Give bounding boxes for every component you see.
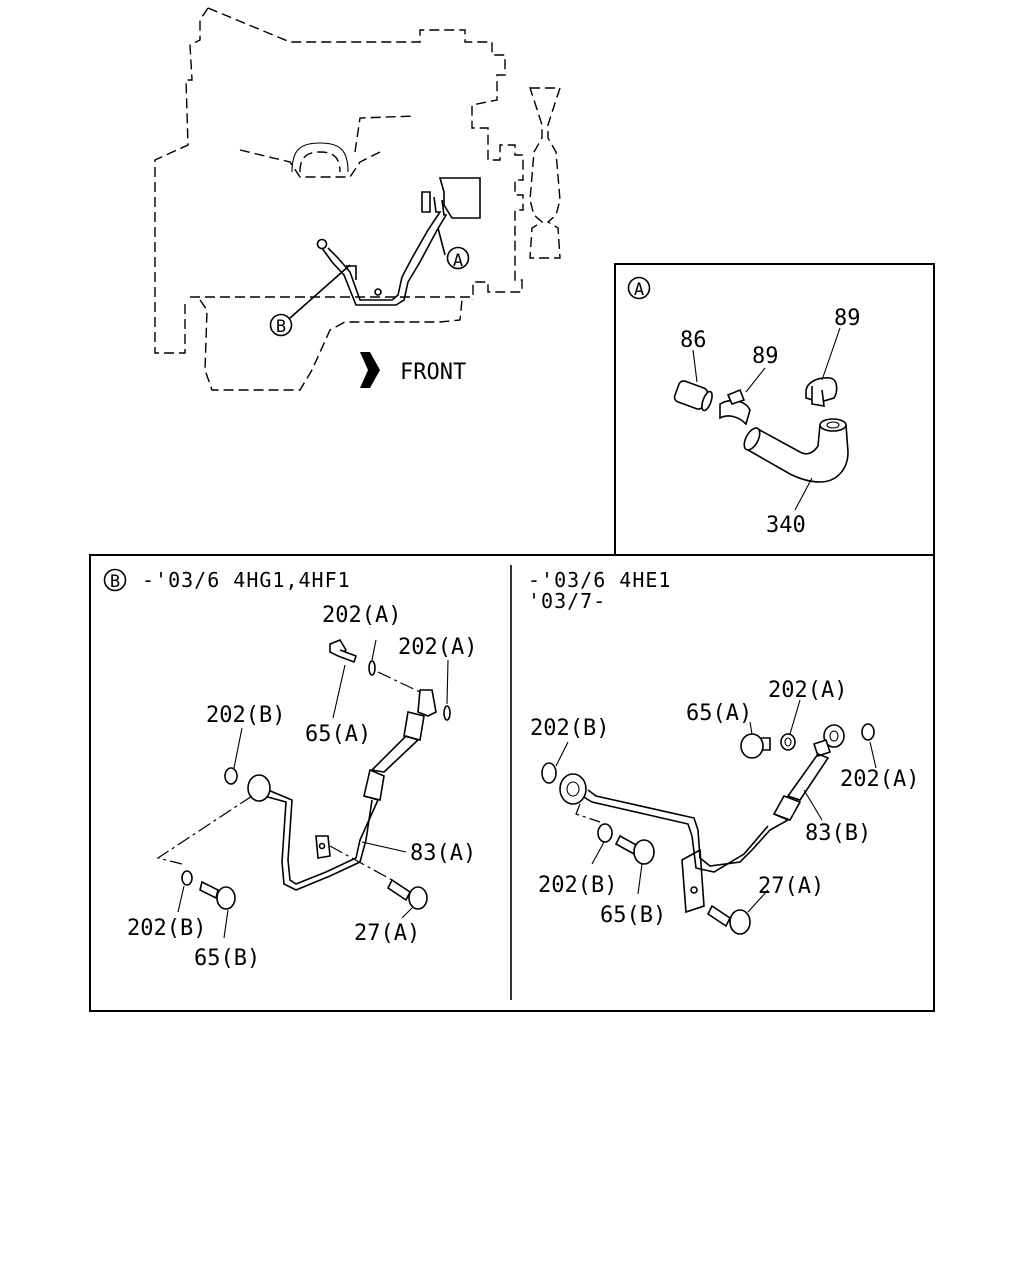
- label-86: 86: [680, 328, 707, 353]
- detail-b-frame: [89, 554, 935, 1012]
- detail-b-right-header-line2: '03/7-: [528, 589, 606, 613]
- part-65a-bolt-right: [740, 733, 771, 759]
- part-202a-washer-right-right: [861, 723, 875, 741]
- part-340-elbow-hose: [743, 418, 849, 483]
- label-65b-left: 65(B): [194, 946, 260, 971]
- front-label: FRONT: [400, 360, 466, 385]
- detail-b-letter: B: [110, 572, 120, 592]
- part-83a-oil-pipe: [247, 689, 437, 891]
- part-27a-bolt-left: [386, 878, 428, 910]
- detail-a-frame: [614, 263, 935, 556]
- part-83b-oil-pipe: [559, 724, 845, 914]
- label-202b-upper-left: 202(B): [206, 703, 285, 728]
- detail-b-right-variant: -'03/6 4HE1 '03/7- 65(A) 202(A) 202(A): [528, 568, 919, 935]
- detail-b-left-variant: B -'03/6 4HG1,4HF1 65(A) 202(A) 202(A): [103, 568, 477, 971]
- part-202b-washer-lower-right: [597, 823, 613, 843]
- label-202a-right-right: 202(A): [840, 767, 919, 792]
- callout-a-circle: [446, 246, 470, 270]
- part-202b-washer-lower-left: [181, 870, 193, 886]
- part-202b-washer-upper-left: [224, 767, 238, 785]
- detail-b-callout-circle: [103, 568, 127, 592]
- label-202b-lower-left: 202(B): [127, 916, 206, 941]
- detail-b-left-header: -'03/6 4HG1,4HF1: [142, 568, 351, 592]
- part-89-clamp-right: [805, 377, 838, 407]
- part-65b-bolt-right: [614, 834, 655, 865]
- part-65a-bolt-left: [329, 639, 358, 664]
- part-86-fitting: [673, 380, 713, 412]
- label-83b: 83(B): [805, 821, 871, 846]
- part-202b-washer-upper-right: [541, 762, 557, 784]
- label-202b-lower-right: 202(B): [538, 873, 617, 898]
- part-202a-washer-right-left: [443, 705, 451, 721]
- detail-b-right-header-line1: -'03/6 4HE1: [528, 568, 671, 592]
- engine-overview: A B FRONT: [154, 7, 561, 391]
- label-65a-left: 65(A): [305, 722, 371, 747]
- part-202a-washer-top-left: [368, 660, 376, 676]
- callout-b-letter: B: [276, 317, 286, 337]
- label-340: 340: [766, 513, 806, 538]
- detail-a-letter: A: [634, 280, 644, 300]
- detail-a-callout-circle: [627, 276, 651, 300]
- label-65a-right: 65(A): [686, 701, 752, 726]
- part-65b-bolt-left: [199, 880, 236, 910]
- front-arrow-icon: [360, 352, 380, 388]
- label-65b-right: 65(B): [600, 903, 666, 928]
- label-27a-right: 27(A): [758, 874, 824, 899]
- part-27a-bolt-right: [706, 904, 751, 935]
- part-202a-washer-top-right: [780, 733, 796, 751]
- label-89-right: 89: [834, 306, 861, 331]
- label-202b-upper-right: 202(B): [530, 716, 609, 741]
- part-89-clamp-left: [719, 388, 751, 426]
- label-202a-top-right: 202(A): [768, 678, 847, 703]
- label-83a: 83(A): [410, 841, 476, 866]
- detail-b-panel: B -'03/6 4HG1,4HF1 65(A) 202(A) 202(A): [89, 554, 935, 1012]
- callout-b-circle: [269, 313, 293, 337]
- label-89-left: 89: [752, 344, 779, 369]
- detail-a-panel: A 86 89 89 340: [614, 263, 935, 556]
- label-202a-right-left: 202(A): [398, 635, 477, 660]
- label-27a-left: 27(A): [354, 921, 420, 946]
- label-202a-top-left: 202(A): [322, 603, 401, 628]
- callout-a-letter: A: [453, 251, 463, 271]
